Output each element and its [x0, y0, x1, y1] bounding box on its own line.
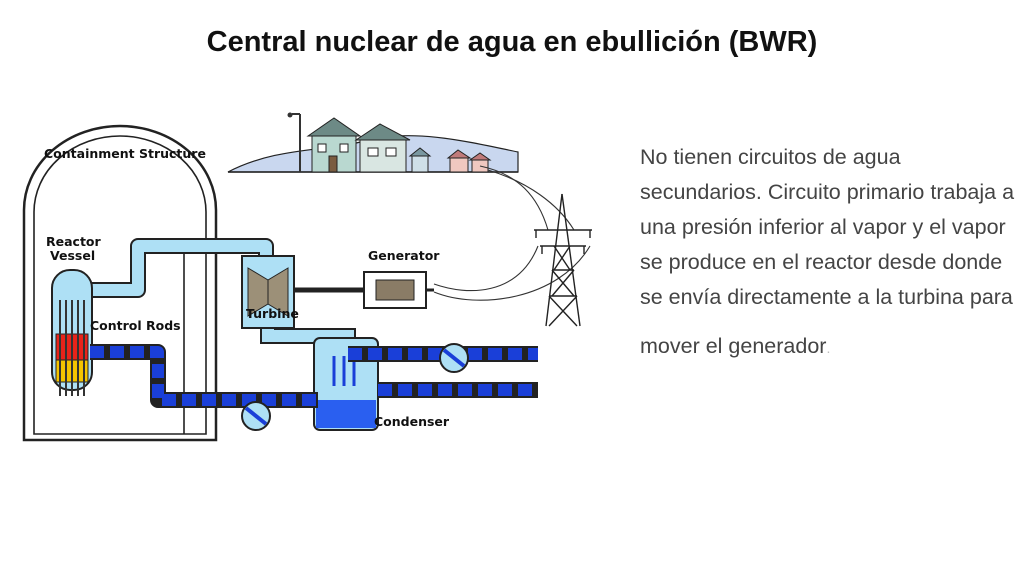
description-paragraph: No tienen circuitos de agua secundarios.… [640, 145, 1015, 309]
small-house-icon [408, 147, 492, 173]
power-line [487, 169, 575, 231]
power-line [433, 245, 591, 301]
label-reactor-vessel-1: Reactor [46, 234, 102, 249]
street-lamp-icon [287, 112, 301, 172]
label-condenser: Condenser [374, 414, 450, 429]
description-last-text: mover el generador [640, 334, 827, 358]
control-rods [59, 300, 85, 396]
house-icon [306, 117, 411, 173]
label-control-rods: Control Rods [90, 318, 181, 333]
transmission-tower-icon [534, 193, 592, 327]
description-last-mark: . [826, 340, 831, 356]
description-last-line: mover el generador. [640, 329, 1020, 366]
label-reactor-vessel-2: Vessel [50, 248, 95, 263]
label-containment-structure: Containment Structure [44, 146, 206, 161]
power-line [479, 165, 549, 231]
page-title: Central nuclear de agua en ebullición (B… [206, 26, 818, 58]
label-generator: Generator [368, 248, 440, 263]
power-line [433, 245, 539, 292]
bwr-diagram: Containment Structure Reactor Vessel Con… [22, 112, 592, 442]
label-turbine: Turbine [246, 306, 299, 321]
description: No tienen circuitos de agua secundarios.… [640, 140, 1020, 366]
